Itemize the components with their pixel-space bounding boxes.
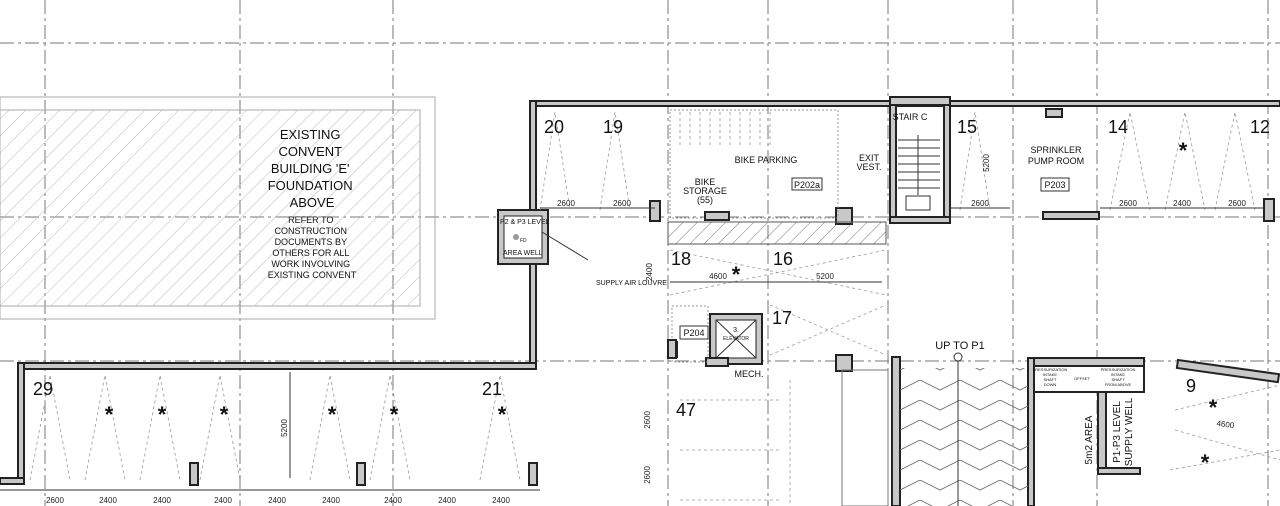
stall-numbers: 20 19 18 16 17 15 14 12 29 21 47 9 — [33, 117, 1270, 420]
svg-text:2400: 2400 — [153, 496, 171, 505]
svg-text:2400: 2400 — [322, 496, 340, 505]
svg-text:4600: 4600 — [709, 272, 727, 281]
stall-29: 29 — [33, 379, 53, 399]
existing-convent-area: EXISTING CONVENT BUILDING 'E' FOUNDATION… — [0, 96, 436, 320]
stall-19: 19 — [603, 117, 623, 137]
svg-text:OFFSET: OFFSET — [1074, 376, 1090, 381]
elevator-core — [667, 305, 763, 367]
svg-text:2400: 2400 — [1173, 199, 1191, 208]
svg-text:P2 & P3 LEVEL: P2 & P3 LEVEL — [500, 219, 550, 226]
svg-text:2600: 2600 — [1119, 199, 1137, 208]
stall-14: 14 — [1108, 117, 1128, 137]
stall-47: 47 — [676, 400, 696, 420]
svg-text:STAIR C: STAIR C — [893, 112, 928, 122]
accessible-stall-markers: * * * * * * * * * * — [105, 138, 1218, 475]
svg-text:*: * — [1209, 395, 1218, 420]
svg-text:P202a: P202a — [794, 180, 820, 190]
svg-text:5200: 5200 — [280, 419, 289, 437]
svg-text:2400: 2400 — [268, 496, 286, 505]
svg-text:AREA WELL: AREA WELL — [503, 250, 543, 257]
svg-text:4600: 4600 — [1216, 419, 1235, 430]
supply-air-louvre-label: SUPPLY AIR LOUVRE — [596, 280, 667, 287]
svg-text:2400: 2400 — [214, 496, 232, 505]
stall-21: 21 — [482, 379, 502, 399]
svg-text:FD: FD — [520, 238, 527, 244]
level-marker — [953, 352, 963, 362]
svg-text:5m2 AREA: 5m2 AREA — [1084, 415, 1095, 464]
svg-text:P203: P203 — [1044, 180, 1065, 190]
svg-text:2600: 2600 — [46, 496, 64, 505]
svg-text:2400: 2400 — [438, 496, 456, 505]
ramp — [900, 368, 1028, 506]
svg-text:*: * — [1201, 450, 1210, 475]
svg-text:2600: 2600 — [1228, 199, 1246, 208]
stair-c — [898, 135, 940, 211]
svg-text:2600: 2600 — [643, 466, 652, 484]
convent-title: EXISTING CONVENT BUILDING 'E' FOUNDATION… — [268, 127, 357, 210]
svg-text:2400: 2400 — [645, 263, 654, 281]
svg-text:2600: 2600 — [613, 199, 631, 208]
svg-text:*: * — [732, 262, 741, 287]
svg-text:*: * — [105, 402, 114, 427]
stall-15: 15 — [957, 117, 977, 137]
stall-16: 16 — [773, 249, 793, 269]
svg-text:2400: 2400 — [492, 496, 510, 505]
stall-markings — [29, 111, 1280, 506]
svg-text:2400: 2400 — [384, 496, 402, 505]
stall-18: 18 — [671, 249, 691, 269]
svg-text:BIKE PARKING: BIKE PARKING — [735, 155, 798, 165]
stall-9: 9 — [1186, 376, 1196, 396]
svg-text:5200: 5200 — [816, 272, 834, 281]
svg-text:2600: 2600 — [971, 199, 989, 208]
svg-text:2400: 2400 — [99, 496, 117, 505]
ramp-curb — [841, 369, 889, 506]
svg-text:3.ELEVATOR: 3.ELEVATOR — [723, 327, 749, 342]
dimensions: 2600 2600 4600 5200 2400 5200 2600 2600 … — [0, 154, 1265, 505]
stall-17: 17 — [772, 308, 792, 328]
stall-20: 20 — [544, 117, 564, 137]
svg-text:*: * — [158, 402, 167, 427]
svg-text:MECH.: MECH. — [735, 369, 764, 379]
svg-text:*: * — [328, 402, 337, 427]
svg-text:*: * — [390, 402, 399, 427]
svg-text:2600: 2600 — [557, 199, 575, 208]
convent-note: REFER TO CONSTRUCTION DOCUMENTS BY OTHER… — [268, 215, 357, 280]
area-well: P2 & P3 LEVEL FD AREA WELL SUPPLY AIR LO… — [500, 219, 667, 287]
svg-text:UP TO P1: UP TO P1 — [935, 340, 985, 352]
stall-12: 12 — [1250, 117, 1270, 137]
svg-text:P204: P204 — [683, 328, 704, 338]
svg-text:5200: 5200 — [982, 154, 991, 172]
svg-text:P1-P3 LEVELSUPPLY WELL: P1-P3 LEVELSUPPLY WELL — [1112, 397, 1135, 466]
svg-text:*: * — [1179, 138, 1188, 163]
svg-text:*: * — [220, 402, 229, 427]
svg-text:2600: 2600 — [643, 411, 652, 429]
svg-text:*: * — [498, 402, 507, 427]
bike-area — [667, 109, 887, 245]
